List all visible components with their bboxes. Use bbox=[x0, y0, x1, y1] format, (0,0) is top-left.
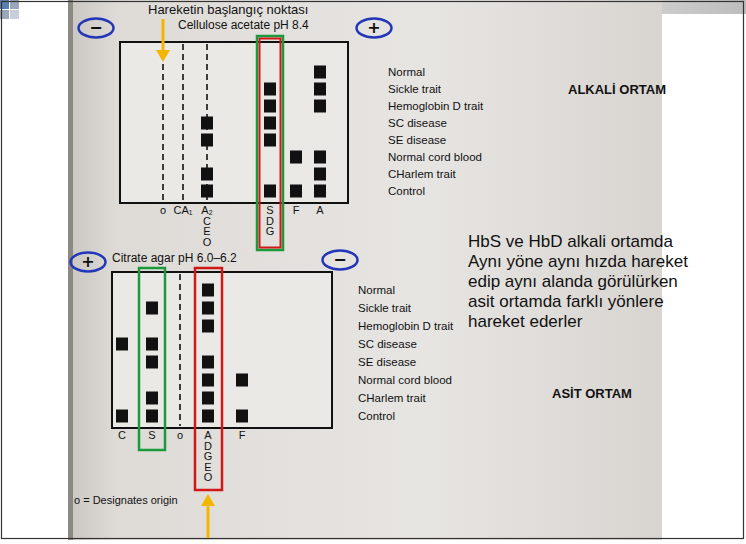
electrode-sign: + bbox=[69, 251, 107, 273]
condition-label: ALKALİ ORTAM bbox=[568, 82, 666, 97]
hb-band bbox=[202, 374, 214, 387]
annotation: Hareketin başlangıç noktası bbox=[148, 2, 308, 17]
gel-title: Citrate agar pH 6.0–6.2 bbox=[112, 251, 237, 265]
pointer-arrowhead bbox=[156, 50, 170, 62]
hb-band bbox=[264, 83, 276, 96]
lane-label: F bbox=[293, 205, 300, 216]
lane-label: CA₁ bbox=[174, 205, 193, 216]
gel-title: Cellulose acetate pH 8.4 bbox=[178, 18, 309, 32]
hb-band bbox=[202, 284, 214, 297]
electrode-sign-text: + bbox=[355, 19, 393, 37]
hb-band bbox=[290, 185, 302, 198]
row-label: Control bbox=[358, 409, 395, 423]
highlight-box bbox=[195, 268, 222, 490]
hb-band bbox=[146, 410, 158, 423]
hb-band bbox=[146, 392, 158, 405]
footnote: o = Designates origin bbox=[74, 494, 178, 507]
electrode-sign: + bbox=[355, 17, 393, 39]
electrode-sign: − bbox=[321, 249, 359, 271]
hb-band bbox=[202, 410, 214, 423]
hb-band bbox=[202, 302, 214, 315]
hb-band bbox=[146, 302, 158, 315]
gel-panel bbox=[120, 42, 348, 203]
lane-label: C bbox=[118, 430, 126, 441]
corner-square bbox=[10, 10, 19, 19]
hb-band bbox=[201, 134, 213, 147]
explanation-note: HbS ve HbD alkali ortamda Aynı yöne aynı… bbox=[468, 232, 696, 332]
hb-band bbox=[314, 100, 326, 113]
row-label: Control bbox=[388, 184, 425, 198]
hb-band bbox=[290, 151, 302, 164]
lane-label: F bbox=[239, 430, 246, 441]
row-label: Normal bbox=[358, 283, 395, 297]
hb-band bbox=[314, 66, 326, 79]
lane-lines bbox=[163, 44, 207, 201]
lane-label: S D G bbox=[266, 205, 275, 237]
pointer-arrowhead bbox=[201, 494, 215, 506]
pointer-arrow bbox=[162, 19, 165, 52]
row-label: CHarlem trait bbox=[388, 167, 456, 181]
hb-band bbox=[314, 168, 326, 181]
origin-line bbox=[162, 44, 164, 201]
electrode-sign: − bbox=[77, 17, 115, 39]
row-label: SC disease bbox=[388, 116, 447, 130]
hb-band bbox=[236, 410, 248, 423]
hb-band bbox=[236, 374, 248, 387]
hb-band bbox=[202, 320, 214, 333]
hb-band bbox=[314, 151, 326, 164]
row-label: Hemoglobin D trait bbox=[358, 319, 453, 333]
photo-edge bbox=[68, 0, 73, 540]
electrode-sign-text: + bbox=[69, 253, 107, 271]
lane-label: o bbox=[160, 205, 166, 216]
lane-label: A D G E O bbox=[204, 430, 213, 483]
highlight-box bbox=[260, 39, 281, 248]
lane-line bbox=[182, 44, 184, 201]
row-label: SE disease bbox=[358, 355, 416, 369]
row-label: Sickle trait bbox=[388, 82, 441, 96]
row-label: SE disease bbox=[388, 133, 446, 147]
bands-alkaline bbox=[201, 66, 326, 198]
hb-band bbox=[314, 83, 326, 96]
row-label: SC disease bbox=[358, 337, 417, 351]
hb-band bbox=[146, 338, 158, 351]
electrode-sign-text: − bbox=[77, 19, 115, 37]
row-label: Normal bbox=[388, 65, 425, 79]
hb-band bbox=[264, 100, 276, 113]
hb-band bbox=[264, 134, 276, 147]
hb-band bbox=[201, 117, 213, 130]
hb-band bbox=[264, 185, 276, 198]
lane-label: A bbox=[316, 205, 323, 216]
highlight-box bbox=[257, 36, 283, 250]
hb-band bbox=[116, 338, 128, 351]
lane-label: S bbox=[148, 430, 155, 441]
hb-band bbox=[202, 392, 214, 405]
electrode-sign-text: − bbox=[321, 251, 359, 269]
row-label: Normal cord blood bbox=[358, 373, 452, 387]
row-label: Normal cord blood bbox=[388, 150, 482, 164]
highlight-box bbox=[139, 268, 165, 450]
bands-acid bbox=[116, 284, 248, 423]
origin-line bbox=[179, 274, 181, 426]
hb-band bbox=[201, 168, 213, 181]
row-label: CHarlem trait bbox=[358, 391, 426, 405]
lane-label: o bbox=[177, 430, 183, 441]
hb-band bbox=[202, 356, 214, 369]
hb-band bbox=[201, 185, 213, 198]
lane-label: A₂ C E O bbox=[201, 205, 213, 247]
pointer-arrow bbox=[207, 504, 210, 538]
hb-band bbox=[264, 117, 276, 130]
row-label: Hemoglobin D trait bbox=[388, 99, 483, 113]
condition-label: ASİT ORTAM bbox=[552, 386, 632, 401]
hb-band bbox=[146, 356, 158, 369]
hb-band bbox=[314, 185, 326, 198]
row-label: Sickle trait bbox=[358, 301, 411, 315]
hb-band bbox=[116, 410, 128, 423]
